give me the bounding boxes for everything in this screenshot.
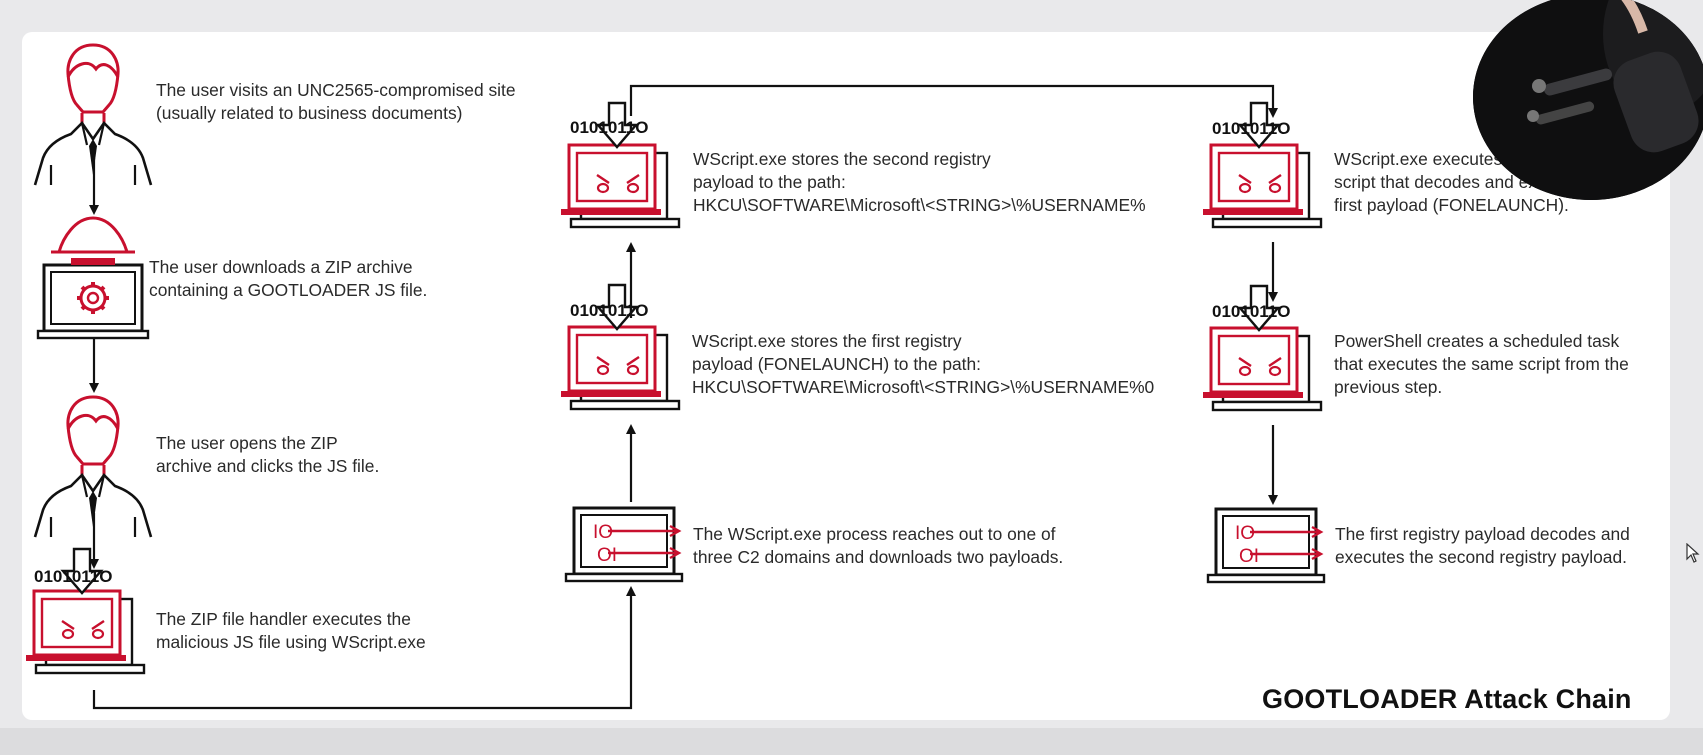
step-decode-text: The first registry payload decodes and e… — [1335, 524, 1630, 567]
mouse-cursor-icon — [1686, 543, 1700, 563]
step-c2-text: The WScript.exe process reaches out to o… — [693, 524, 1064, 567]
bits-label: IO — [1235, 523, 1255, 544]
microphone-icon — [1473, 0, 1703, 200]
laptop-binary-icon — [1206, 507, 1326, 584]
binary-label: 0101011O — [34, 567, 112, 586]
bits-label: OI — [1239, 546, 1259, 567]
bottom-bar — [0, 728, 1703, 755]
diagram-panel — [22, 32, 1670, 720]
laptop-binary-icon — [564, 506, 684, 583]
user-icon — [33, 43, 153, 187]
step-visit-text: The user visits an UNC2565-compromised s… — [156, 80, 516, 123]
diagram-title: GOOTLOADER Attack Chain — [1262, 684, 1632, 714]
step-task-text: PowerShell creates a scheduled task that… — [1334, 331, 1629, 397]
binary-label: 0101011O — [1212, 302, 1290, 321]
bits-label: OI — [597, 545, 617, 566]
binary-label: 0101011O — [570, 301, 648, 320]
presenter-webcam — [1473, 0, 1703, 200]
hacker-laptop-gear-icon — [36, 216, 150, 340]
step-open-text: The user opens the ZIP archive and click… — [156, 433, 380, 476]
step-store1-text: WScript.exe stores the first registry pa… — [692, 331, 1155, 397]
user-icon — [33, 395, 153, 539]
step-execute-text: The ZIP file handler executes the malici… — [156, 609, 426, 652]
arrow-store2-to-ps-exec — [629, 84, 1278, 118]
step-store2-text: WScript.exe stores the second registry p… — [693, 149, 1146, 215]
arrow-execute-to-c2 — [92, 586, 636, 710]
bits-label: IO — [593, 522, 613, 543]
step-download-text: The user downloads a ZIP archive contain… — [149, 257, 428, 300]
binary-label: 0101011O — [1212, 119, 1290, 138]
binary-label: 0101011O — [570, 118, 648, 137]
